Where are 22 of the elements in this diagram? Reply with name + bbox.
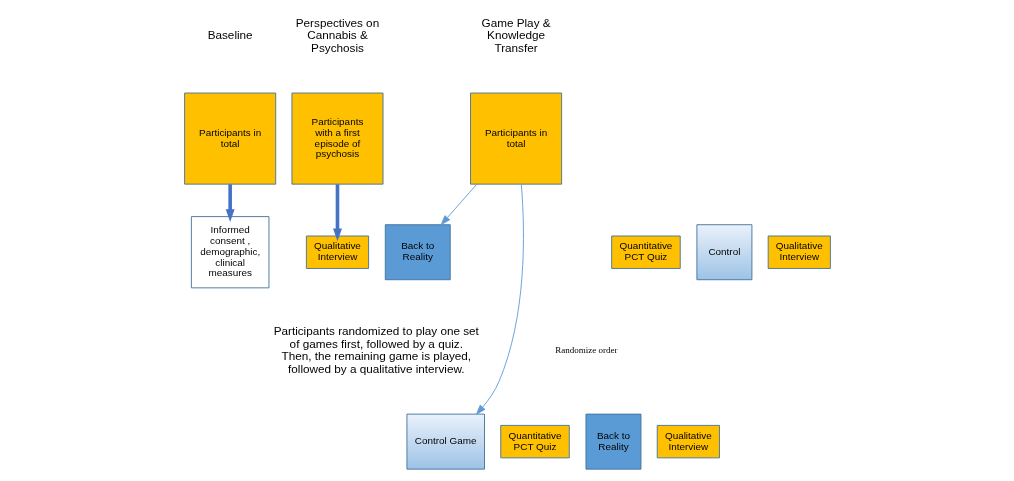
node-box: Participants in total [469, 92, 562, 185]
arrow [225, 184, 235, 222]
arrow [332, 184, 342, 242]
node-box: Quantitative PCT Quiz [610, 235, 681, 269]
node-box: Participants with a first episode of psychosis [291, 92, 383, 185]
node-box: Qualitative Interview [305, 235, 369, 269]
arrow [475, 183, 524, 415]
node-box: Qualitative Interview [656, 424, 720, 459]
node-box: Back to Reality [384, 224, 451, 281]
node-box: Informed consent , demographic, clinical measures [190, 216, 269, 289]
label: Randomize order [554, 345, 618, 356]
label: Baseline [207, 28, 253, 42]
node-box: Quantitative PCT Quiz [499, 424, 570, 459]
arrow [440, 183, 477, 225]
label: Participants randomized to play one set of games first, followed by a quiz. Then, the remaining game is played, followed by a qualitative interview. [273, 324, 479, 375]
label: Perspectives on Cannabis & Psychosis [295, 15, 379, 54]
node-box: Back to Reality [585, 413, 641, 470]
label: Game Play & Knowledge Transfer [481, 15, 551, 54]
node-box: Control [695, 224, 752, 281]
node-box: Control Game [406, 413, 485, 470]
node-box: Participants in total [183, 92, 276, 185]
node-box: Qualitative Interview [767, 235, 831, 269]
